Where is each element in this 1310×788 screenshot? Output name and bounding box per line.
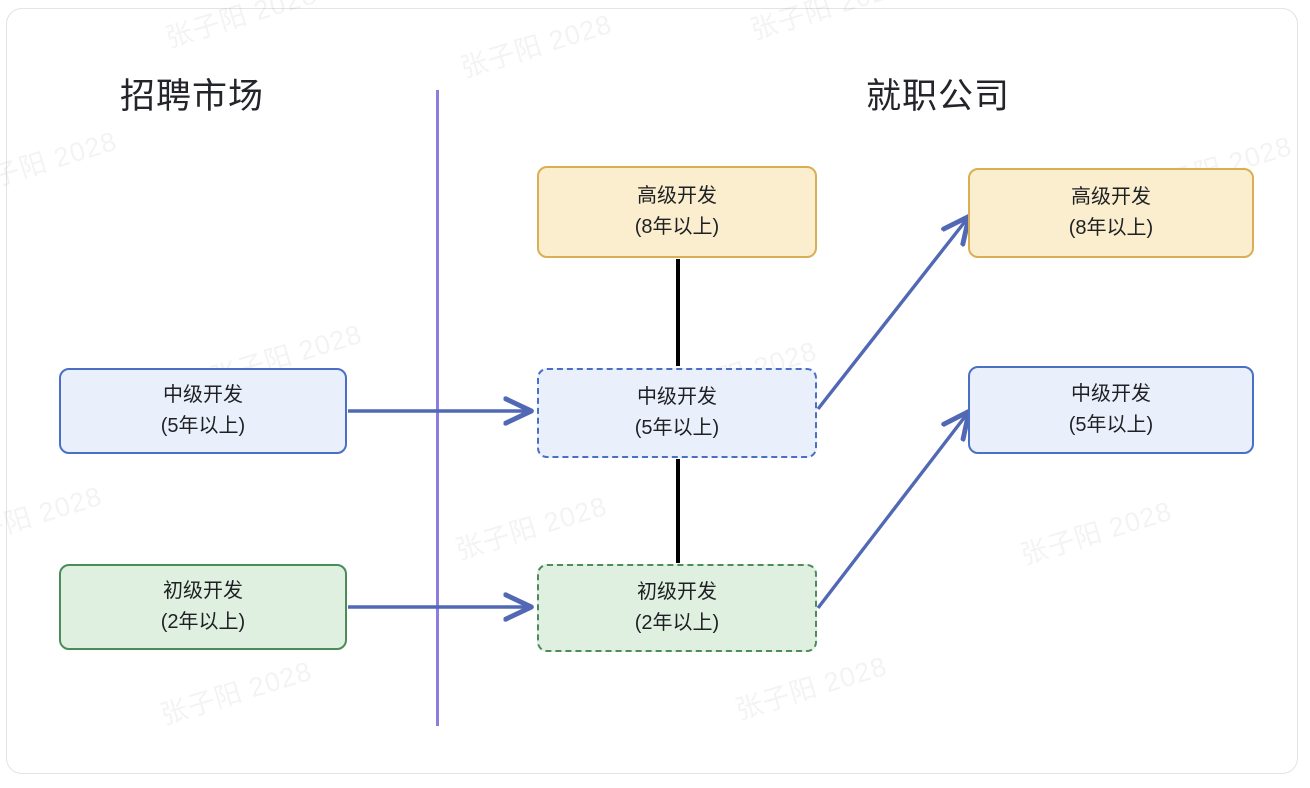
- node-subtitle: (5年以上): [160, 415, 246, 437]
- node-center-mid-level[interactable]: 中级开发 (5年以上): [537, 368, 817, 458]
- node-title: 初级开发: [637, 581, 717, 603]
- node-subtitle: (2年以上): [634, 612, 720, 634]
- node-market-junior-level[interactable]: 初级开发 (2年以上): [59, 564, 347, 650]
- node-subtitle: (5年以上): [1068, 414, 1154, 436]
- node-company-mid-level[interactable]: 中级开发 (5年以上): [968, 366, 1254, 454]
- node-title: 高级开发: [637, 185, 717, 207]
- vertical-divider: [436, 90, 439, 726]
- column-heading-company: 就职公司: [866, 77, 1011, 116]
- column-heading-market: 招聘市场: [120, 77, 265, 116]
- node-market-mid-level[interactable]: 中级开发 (5年以上): [59, 368, 347, 454]
- node-title: 中级开发: [163, 384, 243, 406]
- node-title: 高级开发: [1071, 186, 1151, 208]
- node-title: 中级开发: [637, 386, 717, 408]
- node-subtitle: (8年以上): [634, 216, 720, 238]
- node-subtitle: (2年以上): [160, 611, 246, 633]
- node-company-senior-level[interactable]: 高级开发 (8年以上): [968, 168, 1254, 258]
- node-center-senior-level[interactable]: 高级开发 (8年以上): [537, 166, 817, 258]
- node-center-junior-level[interactable]: 初级开发 (2年以上): [537, 564, 817, 652]
- node-subtitle: (8年以上): [1068, 217, 1154, 239]
- node-title: 中级开发: [1071, 383, 1151, 405]
- node-title: 初级开发: [163, 580, 243, 602]
- node-subtitle: (5年以上): [634, 417, 720, 439]
